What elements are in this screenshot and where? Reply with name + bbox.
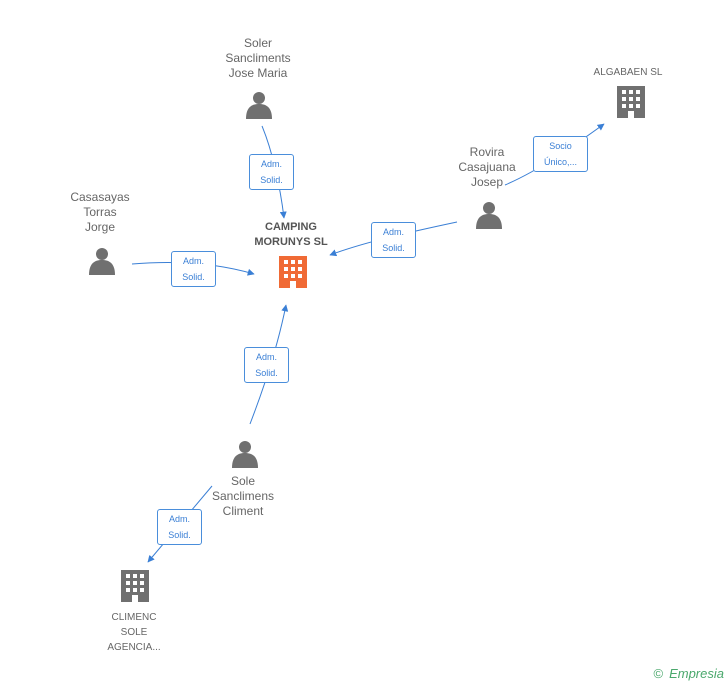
copyright-icon: © — [653, 666, 664, 681]
edge-label-rovira-algabaen[interactable]: Socio Único,... — [533, 136, 588, 172]
node-label-casasayas[interactable]: Casasayas Torras Jorge — [70, 190, 130, 234]
footer-branding: © Empresia — [653, 666, 724, 681]
building-icon-center — [279, 256, 307, 288]
building-icon — [121, 570, 149, 602]
building-icon — [617, 86, 645, 118]
person-icon — [476, 202, 502, 229]
brand-logo[interactable]: Empresia — [669, 666, 724, 681]
node-label-sole[interactable]: Sole Sanclimens Climent — [211, 474, 275, 518]
person-icon — [89, 248, 115, 275]
person-icon — [232, 441, 258, 468]
edge-label-casasayas-center[interactable]: Adm. Solid. — [171, 251, 216, 287]
node-label-climenc[interactable]: CLIMENC SOLE AGENCIA... — [107, 612, 161, 653]
node-label-soler[interactable]: Soler Sancliments Jose Maria — [225, 36, 291, 80]
person-icon — [246, 92, 272, 119]
node-label-rovira[interactable]: Rovira Casajuana Josep — [458, 145, 516, 189]
edge-label-sole-climenc[interactable]: Adm. Solid. — [157, 509, 202, 545]
edge-label-sole-center[interactable]: Adm. Solid. — [244, 347, 289, 383]
node-label-algabaen[interactable]: ALGABAEN SL — [593, 67, 663, 78]
edge-label-soler-center[interactable]: Adm. Solid. — [249, 154, 294, 190]
edge-label-rovira-center[interactable]: Adm. Solid. — [371, 222, 416, 258]
node-label-center[interactable]: CAMPING MORUNYS SL — [254, 221, 328, 248]
